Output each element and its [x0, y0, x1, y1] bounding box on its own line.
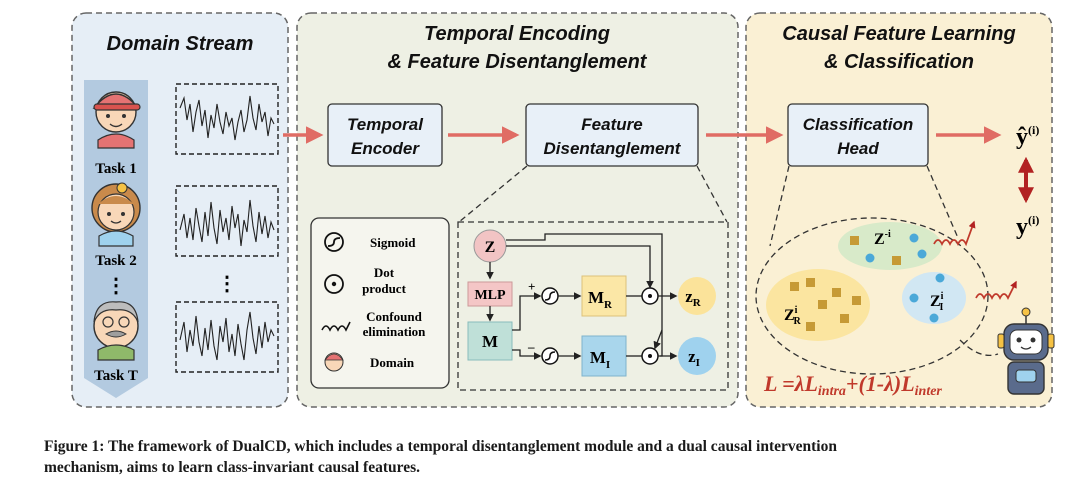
- z-node-label: Z: [485, 239, 496, 256]
- zr-cluster-squares: [790, 278, 861, 331]
- confound-elimination-icon: [321, 321, 351, 332]
- mask-i-box: [581, 335, 627, 377]
- m-upper-branch: [512, 292, 542, 331]
- sigmoid-icon: [541, 347, 559, 365]
- avatar-task-t: [93, 301, 139, 361]
- minus-sign: –: [527, 339, 535, 354]
- mask-i-label: MI: [590, 348, 610, 371]
- zr-node: [678, 277, 716, 315]
- legend-sigmoid: Sigmoid: [370, 235, 416, 250]
- domain-icon: [324, 352, 344, 372]
- zi-cluster: [902, 272, 966, 324]
- temporal-encoder-line2: Encoder: [351, 139, 420, 158]
- legend-domain: Domain: [370, 355, 415, 370]
- mlp-box: [467, 281, 513, 307]
- loss-formula: L =λLintra+(1-λ)Linter: [763, 371, 942, 399]
- legend-box: [310, 217, 450, 389]
- zneg-square: [892, 256, 901, 265]
- head-zoom-right: [926, 165, 959, 239]
- z-to-dot-i-end: [653, 329, 663, 350]
- sigmoid-icon: [324, 232, 344, 252]
- dot-product-icon: [641, 347, 659, 365]
- series-ellipsis: ⋮: [217, 273, 237, 295]
- figure-caption: Figure 1: The framework of DualCD, which…: [44, 436, 1074, 478]
- temporal-encoder-box: [327, 103, 443, 167]
- confound-elimination-icon: [975, 280, 1017, 301]
- mask-r-label: MR: [588, 288, 613, 311]
- zi-dot: [935, 273, 945, 283]
- sigmoid-icon: [541, 287, 559, 305]
- classification-head-line2: Head: [837, 139, 879, 158]
- mask-label: M: [482, 332, 498, 351]
- legend-dot-line1: Dot: [374, 265, 395, 280]
- zi-node-label: zI: [688, 347, 700, 369]
- feature-disent-line1: Feature: [581, 115, 642, 134]
- plus-sign: +: [528, 279, 535, 294]
- task-1-label: Task 1: [95, 161, 137, 177]
- series-window-1: [175, 83, 279, 155]
- dot-product-icon: [324, 274, 344, 294]
- ground-truth-label: y(i): [1016, 213, 1039, 240]
- zneg-cluster-label: Z-i: [874, 229, 891, 248]
- zneg-square: [850, 236, 859, 245]
- mask-box: [467, 321, 513, 361]
- zi-dot: [929, 313, 939, 323]
- caption-line-1: Figure 1: The framework of DualCD, which…: [44, 438, 837, 455]
- task-ellipsis: ⋮: [106, 275, 126, 297]
- zneg-dot: [865, 253, 875, 263]
- series-line-1: [179, 95, 275, 141]
- confound-elimination-icon: [933, 220, 976, 247]
- m-lower-branch: [512, 349, 542, 360]
- legend-conf-line2: elimination: [363, 324, 427, 339]
- task-t-label: Task T: [94, 368, 138, 384]
- domain-stream-title: Domain Stream: [107, 33, 254, 55]
- z-to-dot-r: [506, 245, 654, 289]
- robot-icon: [997, 307, 1055, 395]
- avatar-task-1: [92, 91, 141, 149]
- disentanglement-module-box: [457, 221, 729, 391]
- legend-conf-line1: Confound: [366, 309, 422, 324]
- feature-disentanglement-box: [525, 103, 699, 167]
- zr-node-label: zR: [685, 287, 702, 309]
- classification-head-line1: Classification: [803, 115, 914, 134]
- series-line-2: [179, 199, 275, 247]
- prediction-label: ŷ(i): [1016, 123, 1039, 150]
- zi-dot: [909, 293, 919, 303]
- speech-tail: [959, 339, 999, 357]
- feature-disent-line2: Disentanglement: [544, 139, 682, 158]
- avatar-task-2: [91, 182, 141, 247]
- zoom-line-left: [458, 165, 528, 223]
- task-2-label: Task 2: [95, 253, 137, 269]
- temporal-encoder-line1: Temporal: [347, 115, 424, 134]
- series-line-t: [179, 311, 275, 361]
- mlp-label: MLP: [474, 288, 506, 303]
- zi-node: [678, 337, 716, 375]
- zneg-dot: [917, 249, 927, 259]
- legend-dot-line2: product: [362, 281, 406, 296]
- series-window-t: [175, 301, 279, 373]
- causal-title-line2: & Classification: [824, 51, 974, 73]
- zneg-dot: [909, 233, 919, 243]
- caption-line-2: mechanism, aims to learn class-invariant…: [44, 459, 420, 476]
- causal-title-line1: Causal Feature Learning: [782, 23, 1015, 45]
- classification-head-box: [787, 103, 929, 167]
- zoom-line-right: [696, 165, 728, 223]
- head-zoom-left: [769, 165, 790, 247]
- feature-space-ellipse: [755, 217, 989, 375]
- dot-product-icon: [641, 287, 659, 305]
- temporal-title-line2: & Feature Disentanglement: [388, 51, 648, 73]
- mask-r-box: [581, 275, 627, 317]
- temporal-title-line1: Temporal Encoding: [424, 23, 610, 45]
- series-window-2: [175, 185, 279, 257]
